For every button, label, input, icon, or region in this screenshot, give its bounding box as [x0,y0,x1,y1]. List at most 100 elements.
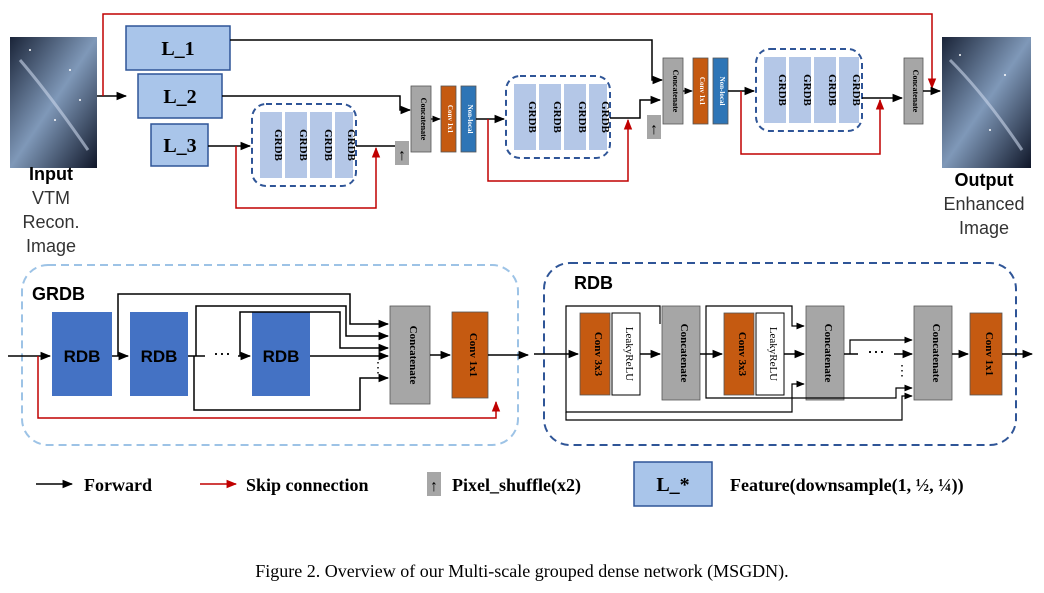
grdb-rdb-n: RDB [252,312,310,396]
svg-text:GRDB: GRDB [297,129,309,161]
svg-text:↑: ↑ [430,478,438,495]
svg-text:RDB: RDB [141,347,178,366]
svg-text:GRDB: GRDB [526,101,538,133]
grdb-panel-title: GRDB [32,284,85,304]
svg-text:Concatenate: Concatenate [671,70,680,113]
svg-text:Conv 1x1: Conv 1x1 [467,333,479,377]
svg-text:GRDB: GRDB [599,101,611,133]
grdb-concat: Concatenate [389,305,431,405]
legend-feature-box: L_* [633,461,713,507]
pixel-shuffle-2: ↑ [647,115,661,139]
svg-text:Conv 3x3: Conv 3x3 [736,332,748,377]
input-title: Input [29,164,73,184]
grdb-group-2-blocks: GRDB GRDB GRDB GRDB [514,84,611,150]
concat-1: Concatenate [410,85,432,153]
rdb-conv1x1: Conv 1x1 [969,312,1003,396]
grdb-rdb-2: RDB [130,312,188,396]
grdb-conv1x1: Conv 1x1 [451,311,489,399]
nonlocal-1: Non-local [460,85,477,153]
grdb-rdb-1: RDB [52,312,112,396]
svg-text:Non-local: Non-local [466,105,474,134]
grdb-group-3 [755,48,863,132]
output-sub-2: Image [959,218,1009,238]
concat-3: Concatenate [903,57,924,125]
grdb-group-1 [251,103,357,187]
figure-caption: Figure 2. Overview of our Multi-scale gr… [255,561,788,582]
rdb-lrelu-2: LeakyReLU [755,312,785,396]
svg-text:L_3: L_3 [163,135,196,157]
legend-feature: Feature(downsample(1, ½, ¼)) [730,475,964,496]
svg-text:Concatenate: Concatenate [911,70,920,113]
grdb-vdots: ⋮ [371,361,385,376]
svg-text:Concatenate: Concatenate [407,326,419,385]
svg-text:LeakyReLU: LeakyReLU [767,327,779,381]
grdb-group-2 [505,75,611,159]
svg-text:LeakyReLU: LeakyReLU [623,327,635,381]
rdb-concat-2: Concatenate [805,305,845,401]
rdb-concat-n: Concatenate [913,305,953,401]
concat-2: Concatenate [662,57,684,125]
input-sub-2: Recon. [22,212,79,232]
arrow-g2-out [610,95,662,119]
input-sub-3: Image [26,236,76,256]
svg-text:GRDB: GRDB [801,74,813,106]
svg-text:GRDB: GRDB [322,129,334,161]
rdb-conv3x3-1: Conv 3x3 [579,312,611,396]
skip-g1 [235,146,381,209]
svg-text:L_*: L_* [656,474,689,496]
svg-text:Concatenate: Concatenate [930,324,942,383]
conv-1x1-2: Conv 1x1 [692,57,709,125]
feature-l3: L_3 [150,123,209,167]
legend-pixel-shuffle: Pixel_shuffle(x2) [452,475,581,496]
svg-text:GRDB: GRDB [551,101,563,133]
skip-g3 [740,91,885,155]
svg-text:RDB: RDB [263,347,300,366]
pixel-shuffle-1: ↑ [395,141,409,165]
svg-text:L_1: L_1 [161,38,194,60]
svg-text:Concatenate: Concatenate [419,98,428,141]
svg-text:L_2: L_2 [163,86,196,108]
legend-pixel-shuffle-icon: ↑ [427,472,441,496]
legend-skip: Skip connection [246,475,369,495]
output-title: Output [955,170,1014,190]
arrow-l2 [222,95,412,115]
svg-text:GRDB: GRDB [850,74,862,106]
svg-text:GRDB: GRDB [826,74,838,106]
svg-text:Concatenate: Concatenate [822,324,834,383]
rdb-conv3x3-2: Conv 3x3 [723,312,755,396]
rdb-lrelu-1: LeakyReLU [611,312,641,396]
input-image [10,37,97,168]
grdb-group-1-blocks: GRDB GRDB GRDB GRDB [260,112,357,178]
skip-global [102,13,937,96]
svg-text:GRDB: GRDB [776,74,788,106]
output-sub-1: Enhanced [943,194,1024,214]
output-image [942,37,1031,168]
skip-g2 [487,118,633,182]
svg-text:Conv 1x1: Conv 1x1 [983,332,995,376]
rdb-dots: ⋯ [867,342,885,362]
feature-l1: L_1 [125,25,231,71]
feature-l2: L_2 [137,73,223,119]
svg-text:GRDB: GRDB [576,101,588,133]
svg-text:Concatenate: Concatenate [678,324,690,383]
svg-text:RDB: RDB [64,347,101,366]
rdb-vdots: ⋮ [895,364,909,379]
grdb-group-3-blocks: GRDB GRDB GRDB GRDB [764,57,862,123]
rdb-concat-1: Concatenate [661,305,701,401]
input-sub-1: VTM [32,188,70,208]
svg-text:GRDB: GRDB [272,129,284,161]
legend-forward: Forward [84,475,152,495]
svg-text:↑: ↑ [398,147,406,164]
svg-text:Conv 3x3: Conv 3x3 [592,332,604,377]
grdb-skip [37,356,501,419]
grdb-dots: ⋯ [213,344,231,364]
svg-text:GRDB: GRDB [345,129,357,161]
svg-text:Non-local: Non-local [718,77,726,106]
conv-1x1-1: Conv 1x1 [440,85,457,153]
svg-text:Conv 1x1: Conv 1x1 [446,105,454,134]
nonlocal-2: Non-local [712,57,729,125]
svg-text:Conv 1x1: Conv 1x1 [698,77,706,106]
arrow-l1 [230,39,664,85]
